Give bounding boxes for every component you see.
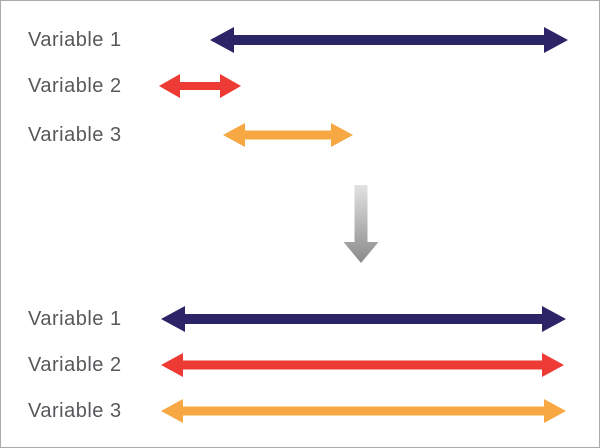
before-variable-2-range-arrow	[159, 74, 241, 98]
before-variable-3-label: Variable 3	[28, 124, 122, 146]
after-variable-1-label: Variable 1	[28, 308, 122, 330]
after-variable-2-label: Variable 2	[28, 354, 122, 376]
before-variable-3-range-arrow	[223, 123, 353, 147]
after-variable-2-range-arrow	[161, 353, 564, 377]
before-variable-2-label: Variable 2	[28, 75, 122, 97]
after-variable-3-label: Variable 3	[28, 400, 122, 422]
after-variable-3-range-arrow	[161, 399, 566, 423]
after-variable-1-range-arrow	[161, 306, 566, 332]
transform-down-arrow-icon	[343, 185, 379, 263]
before-variable-1-range-arrow	[210, 27, 568, 53]
before-variable-1-label: Variable 1	[28, 29, 122, 51]
